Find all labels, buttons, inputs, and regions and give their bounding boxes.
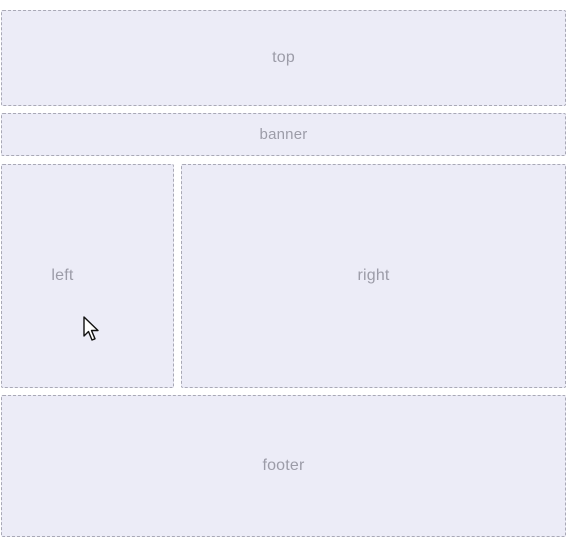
right-label: right bbox=[357, 267, 390, 284]
footer-label: footer bbox=[262, 457, 305, 474]
left-block: left bbox=[1, 164, 174, 388]
left-label: left bbox=[51, 267, 74, 284]
banner-block: banner bbox=[1, 113, 566, 156]
top-block: top bbox=[1, 10, 566, 106]
top-label: top bbox=[272, 49, 295, 66]
right-block: right bbox=[181, 164, 566, 388]
banner-label: banner bbox=[259, 126, 308, 143]
footer-block: footer bbox=[1, 395, 566, 537]
